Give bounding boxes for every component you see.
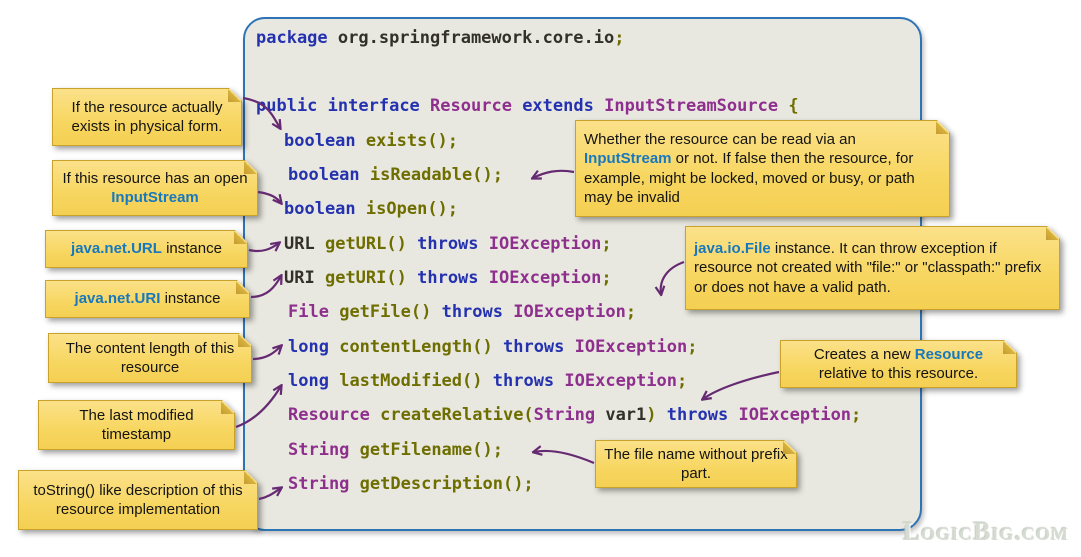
code-line: Resource createRelative(String var1) thr…	[288, 405, 862, 425]
note-get-file: java.io.File instance. It can throw exce…	[685, 226, 1060, 310]
note-is-readable: Whether the resource can be read via an …	[575, 120, 950, 217]
code-line: long lastModified() throws IOException;	[288, 371, 688, 391]
code-line: boolean exists();	[284, 131, 459, 151]
code-line: File getFile() throws IOException;	[288, 302, 637, 322]
code-line: public interface Resource extends InputS…	[256, 96, 799, 116]
note-get-description: toString() like description of this reso…	[18, 470, 258, 530]
note-content-length: The content length of this resource	[48, 333, 252, 383]
note-create-relative: Creates a new Resource relative to this …	[780, 340, 1017, 388]
code-line: String getFilename();	[288, 440, 503, 460]
note-get-uri: java.net.URI instance	[45, 280, 250, 318]
code-line: long contentLength() throws IOException;	[288, 337, 698, 357]
code-line: URI getURI() throws IOException;	[284, 268, 612, 288]
note-get-filename: The file name without prefix part.	[595, 440, 797, 488]
code-line: String getDescription();	[288, 474, 534, 494]
code-line: URL getURL() throws IOException;	[284, 234, 612, 254]
code-line: package org.springframework.core.io;	[256, 28, 625, 48]
logicbig-logo: LogicBig.com	[902, 517, 1069, 546]
note-is-open: If this resource has an open InputStream	[52, 160, 258, 216]
code-line: boolean isReadable();	[288, 165, 503, 185]
note-exists: If the resource actually exists in physi…	[52, 88, 242, 146]
code-line: boolean isOpen();	[284, 199, 459, 219]
note-last-modified: The last modified timestamp	[38, 400, 235, 450]
note-get-url: java.net.URL instance	[45, 230, 248, 268]
